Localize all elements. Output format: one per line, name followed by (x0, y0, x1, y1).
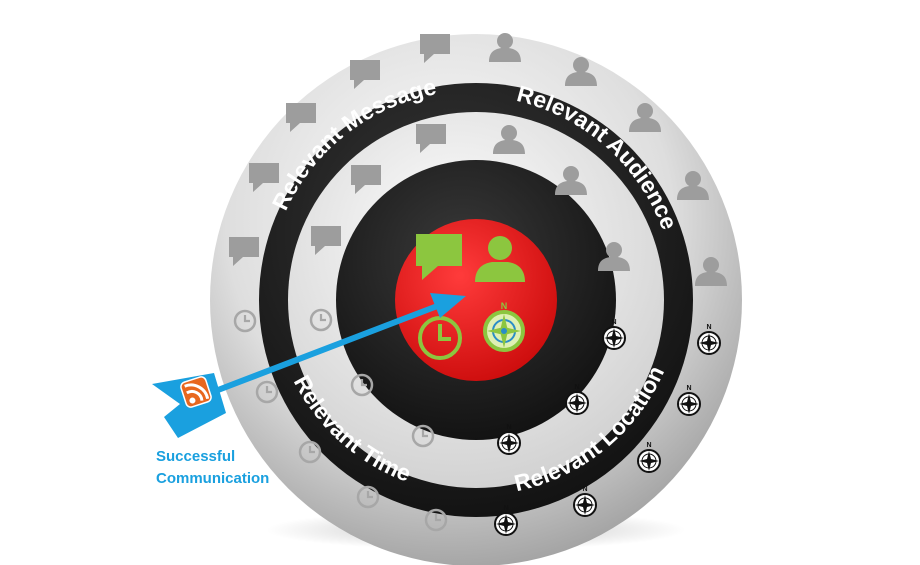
compass-icon: N (483, 301, 525, 352)
arrow-shaft (202, 302, 443, 398)
speech-bubble-icon (416, 234, 462, 280)
svg-text:N: N (501, 301, 508, 311)
arrow-caption: Successful Communication (156, 446, 336, 490)
rss-icon (180, 376, 212, 408)
arrowhead (430, 293, 466, 318)
arrow (152, 293, 466, 438)
bullseye-icons: N (416, 234, 525, 360)
person-icon (475, 236, 525, 282)
arrow-caption-line-2: Communication (156, 470, 270, 487)
arrow-caption-line-1: Successful (156, 448, 236, 465)
